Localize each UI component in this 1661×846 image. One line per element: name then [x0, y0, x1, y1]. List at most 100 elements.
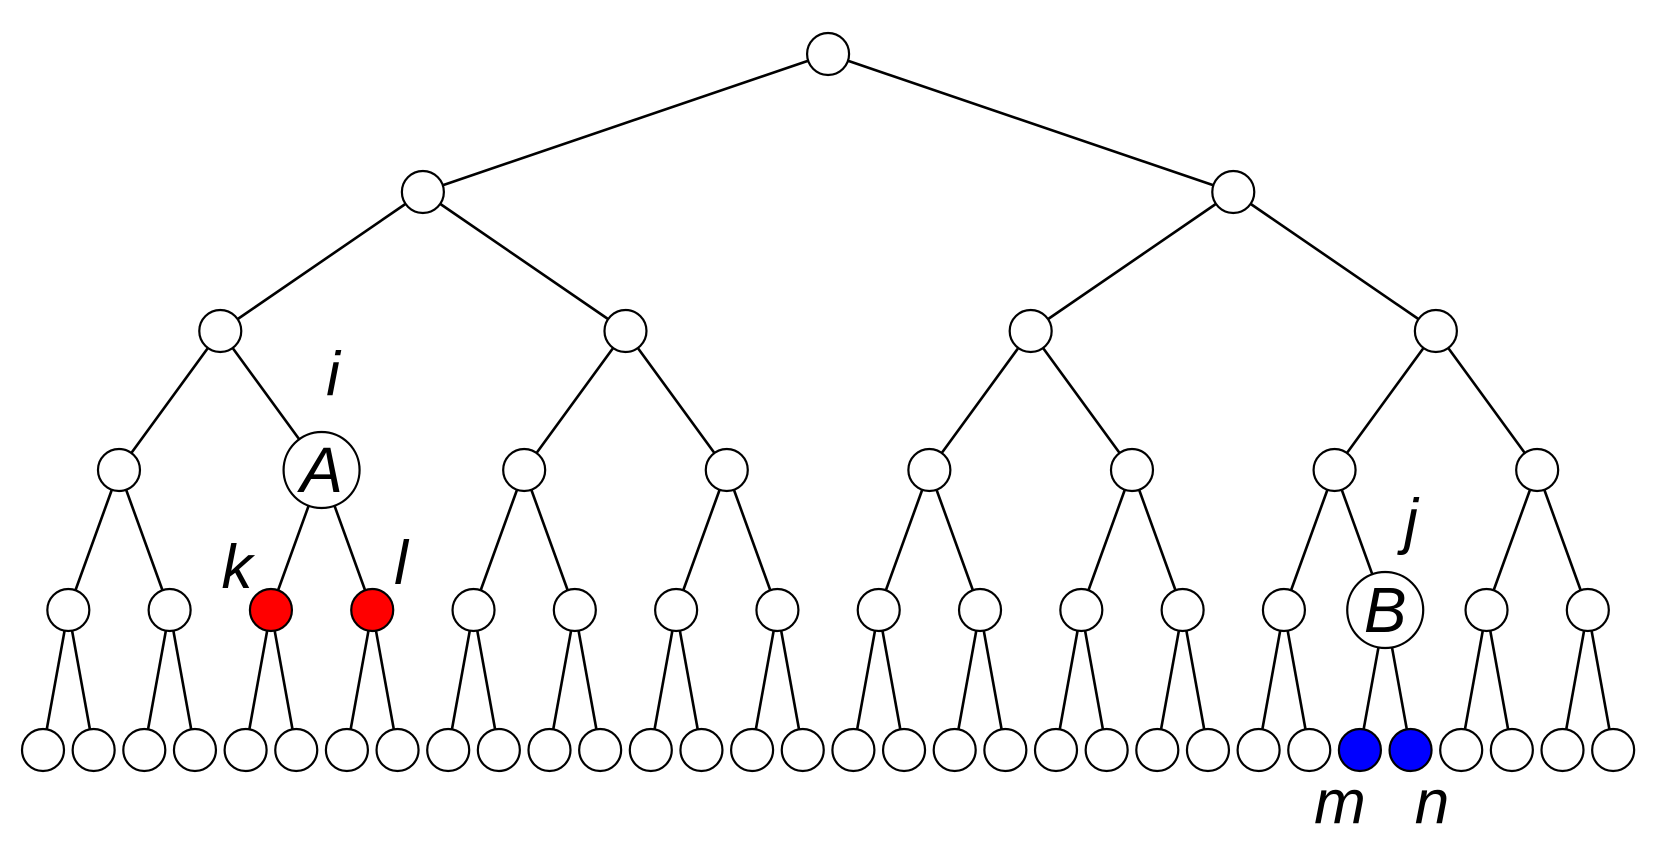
edge-l4-6-to-12	[653, 630, 674, 730]
tree-node-l2-3	[1413, 308, 1458, 354]
tree-node-l4-10	[1059, 587, 1104, 633]
tree-node-l5-23	[1185, 727, 1231, 773]
tree-node-l4-5	[552, 587, 597, 633]
tree-node-l4-14	[1464, 587, 1509, 633]
tree-node-l1-0	[400, 169, 445, 215]
label-j: j	[1397, 487, 1420, 556]
red-node-l4-2	[248, 587, 294, 633]
tree-node-l5-14	[729, 727, 775, 773]
edge-l3-3-to-6	[682, 489, 721, 591]
edge-l4-12-to-24	[1261, 630, 1282, 730]
tree-node-l3-5	[1109, 447, 1155, 493]
tree-node-l3-3	[704, 447, 749, 493]
tree-node-l5-20	[1033, 727, 1079, 773]
tree-node-l5-28	[1439, 727, 1484, 773]
tree-node-l0-0	[805, 31, 851, 77]
edge-l4-11-to-23	[1185, 630, 1206, 730]
tree-node-l3-6	[1312, 447, 1357, 493]
edge-l3-7-to-15	[1543, 489, 1582, 591]
edge-l4-8-to-17	[881, 630, 902, 730]
tree-node-l5-30	[1540, 727, 1585, 773]
edge-l3-0-to-1	[124, 489, 164, 591]
label-k: k	[222, 533, 256, 602]
tree-node-l5-13	[679, 727, 724, 773]
tree-node-l5-5	[274, 727, 319, 773]
tree-node-l4-9	[957, 587, 1003, 633]
edge-l4-2-to-5	[273, 630, 294, 730]
edge-l4-7-to-14	[754, 630, 775, 730]
edge-l4-5-to-10	[551, 630, 573, 730]
edge-l3-6-to-12	[1289, 489, 1329, 591]
edge-l2-1-to-2	[535, 347, 615, 454]
edge-l4-3-to-7	[374, 630, 396, 730]
tree-node-l5-4	[223, 727, 268, 773]
edge-l4-9-to-19	[982, 630, 1003, 730]
tree-node-l5-10	[527, 727, 572, 773]
tree-node-l3-0	[96, 447, 142, 493]
edge-l2-2-to-4	[940, 347, 1020, 454]
edge-l4-15-to-30	[1564, 630, 1586, 730]
edge-l3-7-to-14	[1492, 489, 1532, 591]
edge-l3-4-to-8	[884, 489, 924, 591]
tree-node-l1-1	[1211, 169, 1256, 215]
tree-node-l5-2	[122, 727, 167, 773]
tree-node-l5-1	[71, 727, 116, 773]
edge-l0-0-to-0	[442, 59, 809, 187]
tree-node-l5-11	[578, 727, 623, 773]
edge-l4-4-to-9	[475, 630, 497, 730]
blue-node-l5-26	[1337, 727, 1383, 773]
tree-node-l4-1	[147, 587, 192, 633]
edge-l2-3-to-6	[1345, 347, 1425, 454]
label-l: l	[394, 529, 410, 598]
tree-node-l5-18	[932, 727, 977, 773]
edge-l4-15-to-31	[1590, 630, 1611, 730]
tree-node-l5-12	[628, 727, 673, 773]
edge-l4-11-to-22	[1159, 630, 1181, 730]
tree-node-l4-0	[46, 587, 91, 633]
tree-node-l5-24	[1236, 727, 1281, 773]
edge-l4-5-to-11	[577, 630, 598, 730]
node-b	[1346, 570, 1425, 650]
tree-node-l5-9	[476, 727, 521, 773]
edge-l4-7-to-15	[779, 630, 801, 730]
tree-nodes: AB	[20, 31, 1636, 773]
tree-node-l5-6	[324, 727, 369, 773]
tree-node-l5-15	[780, 727, 825, 773]
blue-node-l5-27	[1388, 727, 1433, 773]
node-a	[282, 430, 361, 510]
tree-node-l3-7	[1515, 447, 1560, 493]
edge-l1-1-to-2	[1047, 202, 1217, 321]
tree-node-l4-8	[856, 587, 901, 633]
tree-node-l4-7	[755, 587, 800, 633]
edge-l3-1-to-3	[333, 505, 367, 591]
edge-l4-13-to-26	[1362, 647, 1380, 730]
tree-node-l5-25	[1287, 727, 1332, 773]
edge-l3-2-to-4	[479, 489, 519, 591]
edge-l4-9-to-18	[957, 630, 978, 730]
edge-l4-10-to-20	[1058, 630, 1079, 730]
tree-node-l4-4	[451, 587, 496, 633]
node-b-label: B	[1364, 574, 1407, 646]
tree-node-l5-16	[831, 727, 876, 773]
edge-l2-2-to-5	[1041, 347, 1121, 454]
tree-node-l5-0	[20, 727, 66, 773]
edge-l4-4-to-8	[450, 630, 472, 730]
edge-l4-1-to-3	[172, 630, 193, 730]
edge-l4-2-to-4	[248, 630, 269, 730]
edge-l3-5-to-10	[1087, 489, 1127, 591]
tree-node-l2-0	[198, 308, 243, 354]
edge-l4-12-to-25	[1286, 630, 1307, 730]
edge-l4-6-to-13	[678, 630, 699, 730]
label-m: m	[1314, 768, 1366, 837]
tree-node-l3-4	[907, 447, 952, 493]
edge-l3-1-to-2	[276, 505, 310, 591]
tree-node-l4-11	[1160, 587, 1205, 633]
edge-l2-0-to-0	[130, 347, 209, 454]
edge-l4-0-to-1	[70, 630, 92, 730]
tree-node-l2-1	[603, 308, 648, 354]
tree-node-l5-19	[983, 727, 1028, 773]
red-node-l4-3	[350, 587, 395, 633]
edge-l3-6-to-13	[1340, 489, 1374, 575]
tree-node-l5-17	[881, 727, 927, 773]
tree-node-l4-12	[1261, 587, 1307, 633]
